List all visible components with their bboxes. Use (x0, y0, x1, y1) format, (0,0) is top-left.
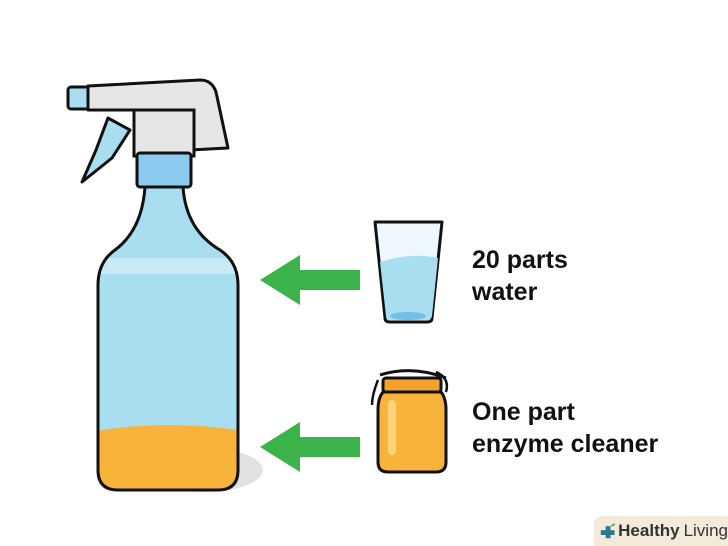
enzyme-layer (98, 425, 238, 490)
trigger (80, 116, 132, 184)
water-label-line1: 20 parts (472, 246, 568, 274)
logo-text-bold: Healthy (618, 521, 680, 540)
bottle-body (98, 187, 238, 490)
cleaner-label: One part enzyme cleaner (472, 396, 658, 460)
arrow-water (260, 255, 360, 305)
cleaner-label-line2: enzyme cleaner (472, 430, 659, 458)
spray-head (66, 78, 230, 158)
enzyme-jar-icon (370, 369, 449, 474)
bottle-neck (135, 151, 193, 189)
cleaner-label-line1: One part (472, 398, 575, 426)
plus-leaf-icon (600, 523, 616, 539)
water-label-line2: water (472, 278, 538, 306)
water-glass-icon (373, 220, 444, 324)
arrow-cleaner (260, 422, 360, 472)
logo-text-light: Living (683, 521, 728, 540)
water-label: 20 parts water (472, 244, 568, 308)
healthy-living-logo: Healthy Living (594, 516, 728, 546)
